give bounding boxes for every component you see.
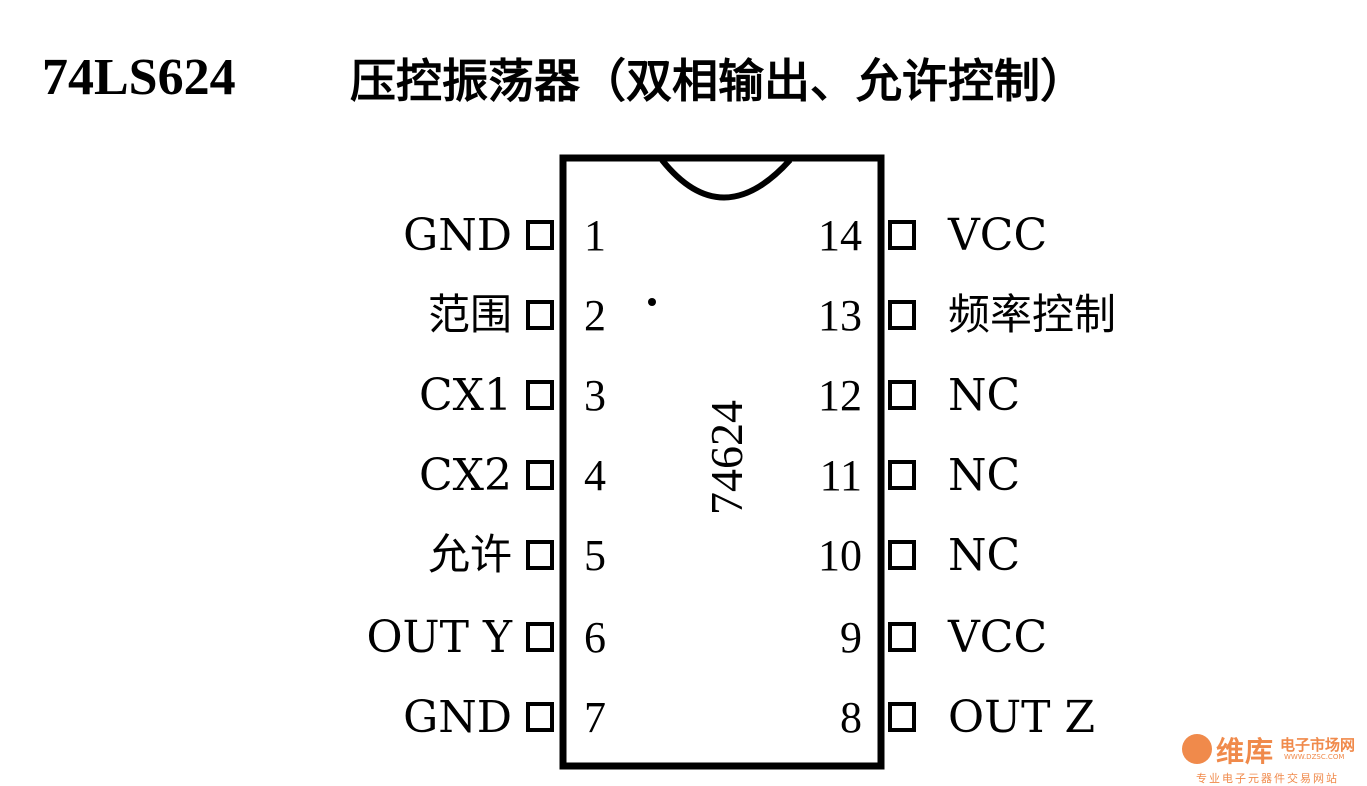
watermark-slogan: 专业电子元器件交易网站	[1196, 772, 1339, 785]
part-number-title: 74LS624	[42, 49, 236, 106]
watermark: 维库 电子市场网 WWW.DZSC.COM 专业电子元器件交易网站	[1182, 728, 1367, 786]
left-pin-name: GND	[403, 692, 512, 743]
left-pin-number: 4	[584, 451, 606, 500]
right-pin-number: 11	[819, 451, 862, 500]
left-pin-box	[526, 540, 554, 570]
left-pin-box	[526, 702, 554, 732]
chip-notch	[659, 157, 793, 201]
pin1-marker-dot	[648, 298, 656, 306]
left-pin-name: CX1	[419, 370, 512, 421]
left-pin-number: 5	[584, 531, 606, 580]
right-pin-number: 14	[818, 211, 862, 260]
left-pin-box	[526, 300, 554, 330]
left-pin-box	[526, 460, 554, 490]
left-pin-number: 2	[584, 291, 606, 340]
left-pin-box	[526, 622, 554, 652]
watermark-main-text: 维库	[1216, 735, 1275, 768]
right-pin-name: VCC	[948, 612, 1048, 663]
left-pin-number: 6	[584, 613, 606, 662]
right-pin-name: NC	[948, 530, 1021, 581]
watermark-url: WWW.DZSC.COM	[1284, 753, 1345, 761]
right-pin-name: NC	[948, 450, 1021, 501]
left-pin-box	[526, 220, 554, 250]
left-pin-name: 允许	[427, 530, 512, 579]
right-pin-boxes	[888, 220, 916, 732]
left-pin-name: 范围	[427, 290, 512, 339]
chip-label-container: 74624	[700, 365, 760, 515]
left-pin-number: 7	[584, 693, 606, 742]
right-pin-name: VCC	[948, 210, 1048, 261]
part-description-title: 压控振荡器（双相输出、允许控制）	[350, 54, 1086, 108]
right-pin-name: 频率控制	[948, 290, 1117, 339]
right-pin-name: OUT Z	[948, 692, 1096, 743]
right-pin-box	[888, 460, 916, 490]
right-pin-box	[888, 540, 916, 570]
left-pin-box	[526, 380, 554, 410]
right-pin-box	[888, 300, 916, 330]
right-pin-number: 8	[840, 693, 862, 742]
chip-label: 74624	[701, 400, 752, 515]
right-pin-box	[888, 702, 916, 732]
left-pin-number: 3	[584, 371, 606, 420]
left-pin-boxes	[526, 220, 554, 732]
right-pin-box	[888, 622, 916, 652]
left-pin-name: GND	[403, 210, 512, 261]
right-pin-number: 12	[818, 371, 862, 420]
right-pin-number: 10	[818, 531, 862, 580]
watermark-sub-text: 电子市场网	[1280, 736, 1356, 754]
watermark-logo-icon	[1182, 734, 1212, 764]
right-pin-box	[888, 220, 916, 250]
left-pin-number: 1	[584, 211, 606, 260]
chip-body	[559, 154, 885, 770]
left-pin-name: CX2	[419, 450, 512, 501]
right-pin-number: 13	[818, 291, 862, 340]
right-pin-box	[888, 380, 916, 410]
right-pin-name: NC	[948, 370, 1021, 421]
left-pin-name: OUT Y	[366, 612, 512, 663]
right-pin-number: 9	[840, 613, 862, 662]
